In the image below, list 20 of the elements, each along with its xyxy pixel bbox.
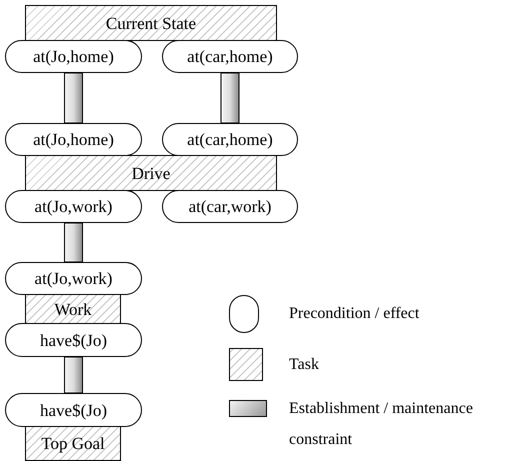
constraint-bar	[64, 222, 83, 262]
legend-text: Establishment / maintenance constraint	[289, 399, 474, 450]
condition-pill: at(Jo,work)	[5, 190, 142, 223]
condition-pill: at(Jo,home)	[5, 40, 142, 73]
condition-pill: at(car,work)	[162, 190, 298, 223]
legend-text: Task	[289, 355, 320, 375]
task-box: Work	[25, 294, 121, 324]
task-box: Current State	[25, 5, 277, 41]
condition-pill: at(car,home)	[162, 40, 298, 73]
condition-pill: at(car,home)	[162, 123, 298, 156]
condition-pill: at(Jo,work)	[5, 262, 142, 295]
task-box: Drive	[25, 155, 277, 191]
constraint-bar	[64, 72, 83, 124]
constraint-bar	[220, 72, 240, 124]
legend-text: Precondition / effect	[289, 304, 420, 324]
condition-pill: have$(Jo)	[5, 393, 142, 427]
condition-pill: at(Jo,home)	[5, 123, 142, 156]
condition-pill: have$(Jo)	[5, 323, 142, 357]
task-box: Top Goal	[25, 426, 121, 461]
constraint-bar	[64, 356, 83, 394]
